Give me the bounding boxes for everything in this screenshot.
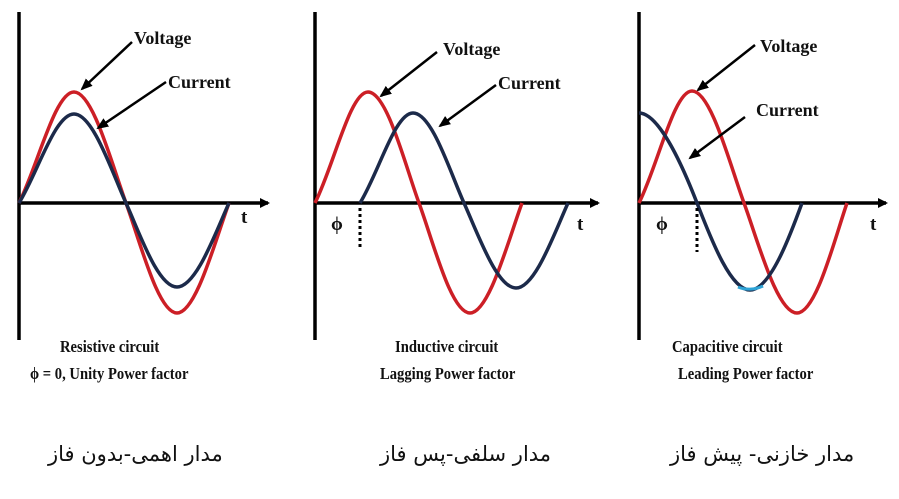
t-axis-label: t — [577, 214, 584, 235]
capacitive-panel: Voltage Current ϕ t — [637, 12, 888, 340]
current-curve — [17, 112, 231, 289]
resistive-panel: Voltage Current t — [17, 12, 270, 340]
current-curve — [358, 111, 570, 290]
resistive-subtitle: ϕ = 0, Unity Power factor — [30, 364, 189, 383]
current-label: Current — [498, 73, 561, 93]
inductive-title: Inductive circuit — [395, 337, 499, 356]
resistive-persian-caption: مدار اهمی-بدون فاز — [48, 442, 223, 466]
current-pointer-arrow — [688, 115, 746, 160]
current-label: Current — [756, 100, 819, 120]
voltage-curve — [313, 90, 524, 315]
t-axis-label: t — [870, 214, 877, 235]
inductive-panel: Voltage Current ϕ t — [313, 12, 600, 340]
capacitive-title: Capacitive circuit — [672, 337, 783, 356]
current-curve — [638, 111, 804, 292]
voltage-label: Voltage — [134, 28, 191, 48]
voltage-label: Voltage — [443, 39, 500, 59]
t-axis-label: t — [241, 207, 248, 228]
current-pointer-arrow — [96, 80, 167, 130]
voltage-label: Voltage — [760, 36, 817, 56]
phase-label: ϕ — [656, 214, 668, 235]
current-label: Current — [168, 72, 231, 92]
capacitive-subtitle: Leading Power factor — [678, 364, 814, 383]
capacitive-persian-caption: مدار خازنی- پیش فاز — [670, 442, 855, 466]
voltage-curve — [637, 89, 849, 315]
voltage-pointer-arrow — [379, 51, 438, 98]
inductive-persian-caption: مدار سلفی-پس فاز — [380, 442, 552, 466]
current-pointer-arrow — [438, 83, 497, 128]
resistive-title: Resistive circuit — [60, 337, 160, 356]
phase-label: ϕ — [331, 214, 343, 235]
current-highlight — [737, 284, 764, 291]
inductive-subtitle: Lagging Power factor — [380, 364, 516, 383]
voltage-pointer-arrow — [696, 44, 756, 92]
voltage-pointer-arrow — [80, 41, 133, 91]
